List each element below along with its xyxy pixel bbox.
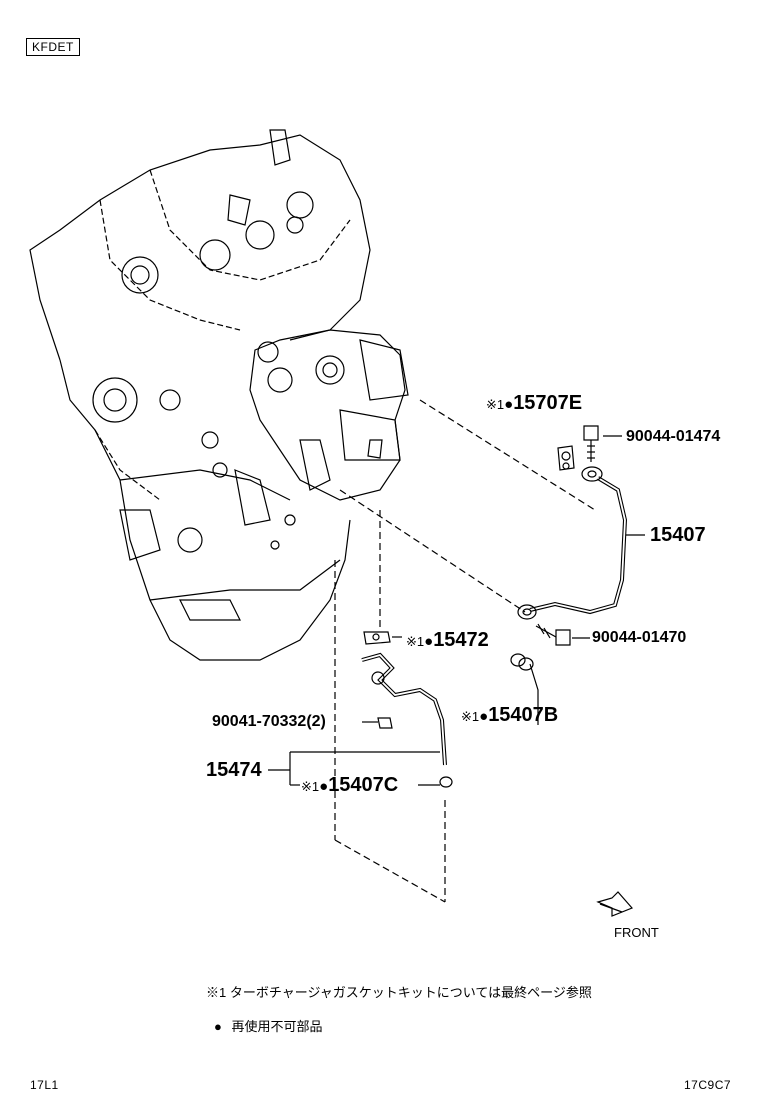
non-reusable-dot: ● xyxy=(214,1019,222,1034)
part-label-15407[interactable]: 15407 xyxy=(650,524,706,546)
footer-left-code: 17L1 xyxy=(30,1078,59,1092)
part-label-90044-01470[interactable]: 90044-01470 xyxy=(592,629,687,646)
non-reusable-dot: ● xyxy=(479,708,489,725)
part-label-15407C[interactable]: ※1●15407C xyxy=(301,775,398,797)
part-label-15707E[interactable]: ※1●15707E xyxy=(486,393,582,415)
note-turbo-gasket-kit: ※1 ターボチャージャガスケットキットについては最終ページ参照 xyxy=(206,985,592,1000)
part-number: 15407C xyxy=(328,774,399,796)
note-non-reusable: ● 再使用不可部品 xyxy=(214,1016,323,1035)
part-number: 15472 xyxy=(433,629,489,651)
non-reusable-dot: ● xyxy=(319,778,329,795)
front-direction-label: FRONT xyxy=(614,925,659,940)
note-non-reusable-text: 再使用不可部品 xyxy=(231,1019,323,1034)
engine-code-box: KFDET xyxy=(26,38,80,56)
part-label-90044-01474[interactable]: 90044-01474 xyxy=(626,428,721,445)
part-number: 15407B xyxy=(488,704,559,726)
ref-mark: ※1 xyxy=(461,709,480,724)
part-label-15474[interactable]: 15474 xyxy=(206,759,262,781)
part-number: 15707E xyxy=(513,392,583,414)
ref-mark: ※1 xyxy=(406,634,425,649)
part-label-15407B[interactable]: ※1●15407B xyxy=(461,705,558,727)
footer-right-code: 17C9C7 xyxy=(684,1078,732,1092)
non-reusable-dot: ● xyxy=(504,396,514,413)
ref-mark: ※1 xyxy=(301,779,320,794)
part-label-90041-70332[interactable]: 90041-70332(2) xyxy=(212,713,326,730)
non-reusable-dot: ● xyxy=(424,633,434,650)
part-label-15472[interactable]: ※1●15472 xyxy=(406,630,489,652)
ref-mark: ※1 xyxy=(486,397,505,412)
